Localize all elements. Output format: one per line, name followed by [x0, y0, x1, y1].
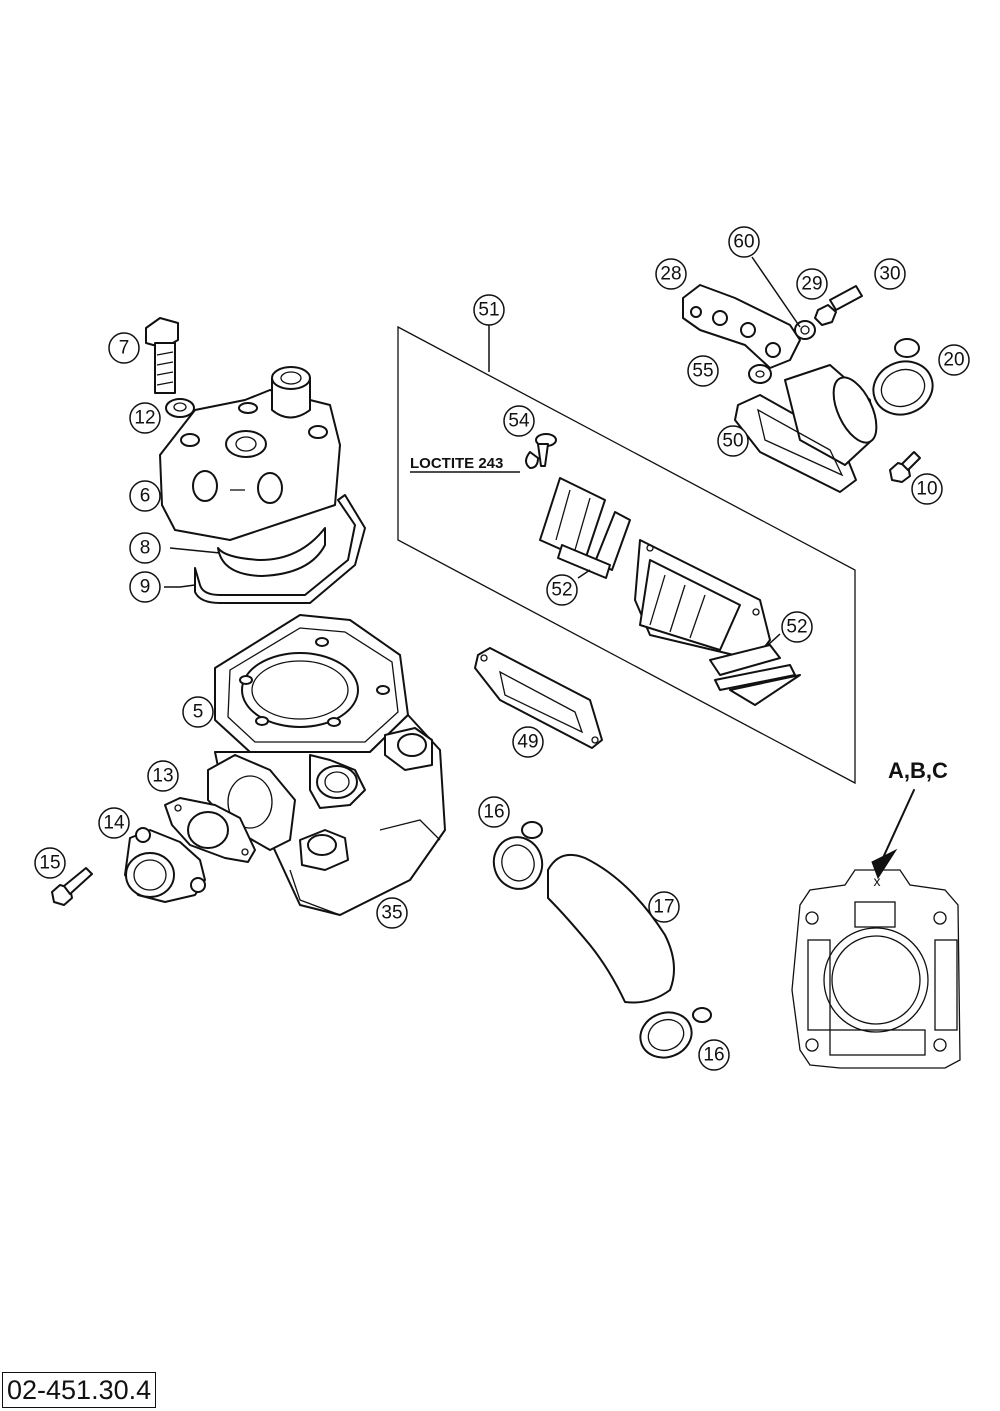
variant-arrow — [881, 789, 915, 861]
svg-text:50: 50 — [722, 431, 743, 452]
part-8-o-ring — [217, 527, 326, 577]
svg-text:8: 8 — [140, 538, 151, 559]
leader-52-upper — [577, 569, 591, 579]
callout-28: 28 — [655, 258, 687, 290]
part-5-cylinder — [207, 614, 446, 916]
svg-text:17: 17 — [653, 897, 674, 918]
reed-valve-group-frame — [397, 325, 856, 785]
callout-9: 9 — [129, 571, 161, 603]
callout-13: 13 — [147, 760, 179, 792]
callout-5: 5 — [182, 696, 214, 728]
document-code: 02-451.30.4 — [2, 1372, 157, 1408]
svg-text:29: 29 — [801, 274, 822, 295]
leader-60 — [751, 256, 801, 328]
svg-text:35: 35 — [381, 903, 402, 924]
callout-15: 15 — [34, 847, 66, 879]
callout-30: 30 — [874, 258, 906, 290]
part-50-intake-manifold — [734, 364, 878, 493]
leader-52-lower — [767, 633, 781, 646]
callout-7: 7 — [108, 332, 140, 364]
callout-52-lower: 52 — [781, 611, 813, 643]
part-54-screw — [525, 433, 557, 469]
loctite-note: LOCTITE 243 — [410, 455, 503, 472]
svg-text:16: 16 — [703, 1045, 724, 1066]
part-30-bolt — [814, 285, 863, 326]
svg-text:52: 52 — [551, 580, 572, 601]
callout-35: 35 — [376, 897, 408, 929]
svg-text:28: 28 — [660, 264, 681, 285]
callout-52-upper: 52 — [546, 574, 578, 606]
callout-51: 51 — [473, 294, 505, 326]
svg-text:5: 5 — [193, 702, 204, 723]
callout-16-upper: 16 — [478, 796, 510, 828]
svg-text:20: 20 — [943, 350, 964, 371]
part-10-bolt — [889, 451, 921, 483]
callout-12: 12 — [129, 402, 161, 434]
callout-8: 8 — [129, 532, 161, 564]
part-16-clamp-upper — [492, 821, 544, 890]
svg-text:52: 52 — [786, 617, 807, 638]
part-6-cylinder-head — [159, 366, 341, 541]
svg-text:16: 16 — [483, 802, 504, 823]
svg-text:12: 12 — [134, 408, 155, 429]
callout-54: 54 — [503, 405, 535, 437]
callout-50: 50 — [717, 425, 749, 457]
svg-text:9: 9 — [140, 577, 151, 598]
callout-14: 14 — [98, 807, 130, 839]
callout-10: 10 — [911, 473, 943, 505]
part-7-bolt — [145, 317, 179, 394]
reed-valve-block — [634, 539, 771, 661]
part-55-washer — [748, 364, 772, 384]
variant-arrow-head — [871, 848, 898, 880]
callout-16-lower: 16 — [698, 1039, 730, 1071]
part-28-bracket — [682, 284, 801, 369]
callout-29: 29 — [796, 268, 828, 300]
svg-text:54: 54 — [508, 411, 530, 432]
part-14-exhaust-flange — [124, 827, 206, 903]
callout-6: 6 — [129, 480, 161, 512]
svg-text:55: 55 — [692, 361, 713, 382]
part-9-head-gasket — [194, 494, 366, 604]
svg-text:51: 51 — [478, 300, 499, 321]
variant-label: A,B,C — [888, 758, 948, 783]
part-13-flange-gasket — [164, 797, 256, 863]
svg-text:6: 6 — [140, 486, 151, 507]
callout-55: 55 — [687, 355, 719, 387]
callout-60: 60 — [728, 226, 760, 258]
part-16-clamp-lower — [639, 1007, 712, 1059]
callout-49: 49 — [512, 726, 544, 758]
svg-text:14: 14 — [103, 813, 125, 834]
part-52-reed-petals-lower — [709, 644, 801, 706]
part-15-bolt — [51, 867, 93, 906]
part-12-washer — [165, 398, 195, 418]
part-17-hose — [547, 854, 675, 1004]
variant-mark: x — [874, 873, 881, 889]
svg-text:60: 60 — [733, 232, 754, 253]
svg-text:7: 7 — [119, 338, 130, 359]
svg-text:13: 13 — [152, 766, 173, 787]
svg-text:49: 49 — [517, 732, 538, 753]
callout-20: 20 — [938, 344, 970, 376]
svg-text:10: 10 — [916, 479, 937, 500]
part-29-spacer — [794, 320, 816, 340]
part-52-reed-petals-upper — [539, 477, 631, 579]
part-49-gasket — [474, 647, 603, 749]
svg-text:30: 30 — [879, 264, 900, 285]
cylinder-top-view — [791, 869, 961, 1069]
leader-9 — [164, 584, 196, 588]
part-20-clamp — [872, 338, 934, 416]
svg-text:15: 15 — [39, 853, 60, 874]
callout-17: 17 — [648, 891, 680, 923]
leader-8 — [169, 547, 221, 554]
